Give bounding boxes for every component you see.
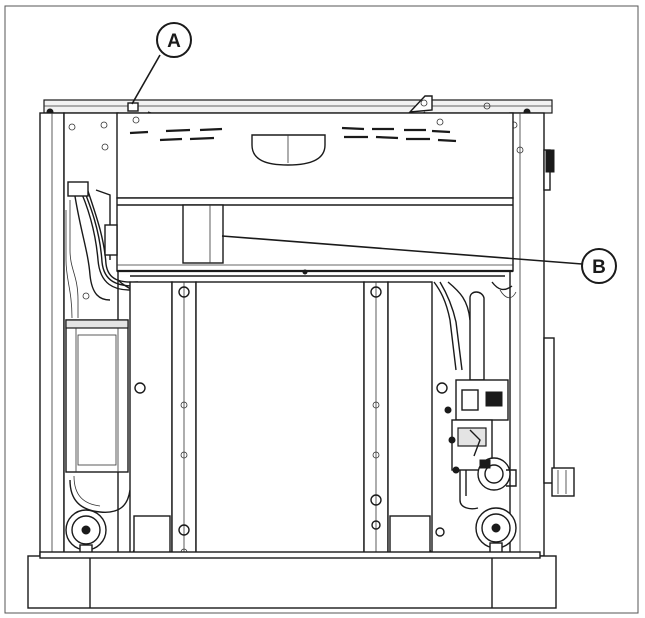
center-frame bbox=[129, 281, 448, 557]
callout-a-circle bbox=[156, 22, 192, 58]
callout-a-label: A bbox=[167, 31, 181, 52]
upper-tank bbox=[116, 112, 514, 277]
frame-border bbox=[4, 5, 639, 614]
callout-b: B bbox=[221, 235, 617, 284]
right-cabinet-wall bbox=[509, 112, 575, 557]
right-caster-wheel bbox=[475, 507, 517, 554]
left-control-box bbox=[65, 319, 129, 473]
base-plinth bbox=[27, 551, 557, 609]
callout-a: A bbox=[131, 22, 192, 105]
callout-a-leader-line bbox=[131, 54, 161, 105]
right-gas-valve-assembly bbox=[433, 281, 517, 510]
left-caster-wheel bbox=[65, 509, 107, 556]
callout-b-label: B bbox=[592, 257, 606, 278]
callout-b-circle bbox=[581, 248, 617, 284]
callout-b-leader-line bbox=[221, 235, 583, 265]
left-wiring-harness bbox=[65, 181, 146, 513]
